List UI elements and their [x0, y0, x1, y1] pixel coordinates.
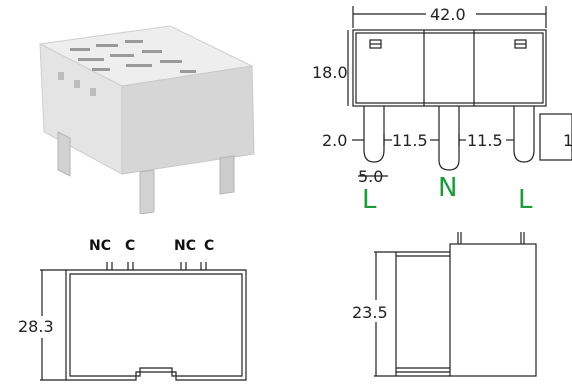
side-view: [374, 232, 537, 377]
pin-label-left: L: [362, 185, 377, 215]
bottom-depth-label: 28.3: [18, 317, 54, 336]
pin-label-right: L: [518, 185, 533, 215]
front-pin-width-label: 5.0: [358, 167, 383, 186]
front-offset-label: 2.0: [322, 131, 347, 150]
front-cut-label: 1: [563, 131, 572, 150]
terminal-label-nc-1: NC: [89, 238, 111, 254]
pin-label-neutral: N: [438, 173, 457, 203]
front-width-label: 42.0: [430, 5, 466, 24]
terminal-label-nc-2: NC: [174, 238, 196, 254]
front-view: [347, 6, 572, 177]
terminal-label-c-1: C: [125, 238, 135, 254]
relay-photo: [30, 14, 270, 215]
terminal-label-c-2: C: [204, 238, 214, 254]
bottom-view: [40, 262, 247, 381]
front-spacing-left-label: 11.5: [392, 131, 428, 150]
front-height-label: 18.0: [312, 63, 348, 82]
front-spacing-right-label: 11.5: [467, 131, 503, 150]
side-height-label: 23.5: [352, 303, 388, 322]
